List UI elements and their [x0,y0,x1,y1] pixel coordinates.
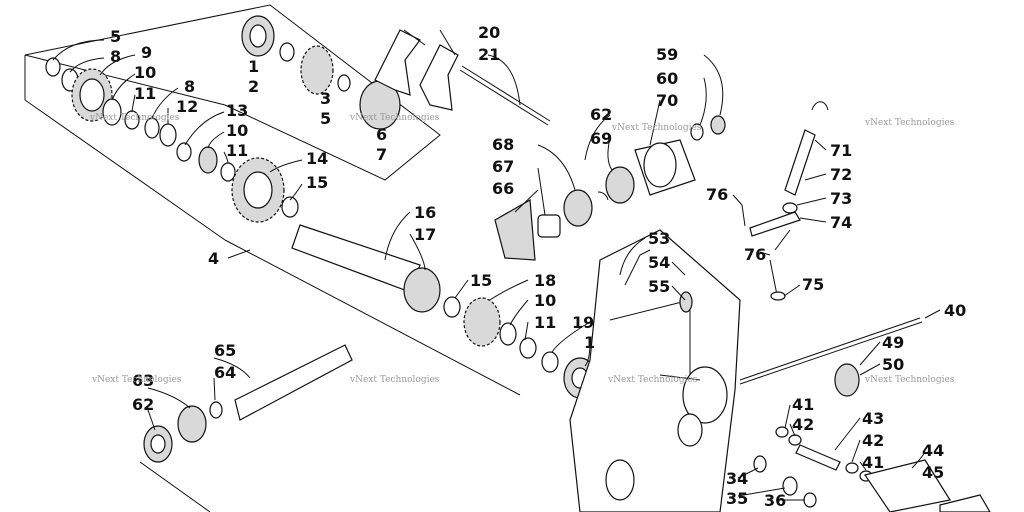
callout-label: 54 [648,253,670,272]
callout-label: 69 [590,129,612,148]
callout-label: 42 [862,431,884,450]
callout-label: 7 [376,145,387,164]
gear-group-upper-right [241,15,551,130]
watermark-text: vNext Technologies [349,113,440,123]
callout-label: 14 [306,149,328,168]
callout-label: 68 [492,135,514,154]
callout-label: 74 [830,213,852,232]
callout-label: 40 [944,301,966,320]
callout-label: 55 [648,277,670,296]
callout-label: 62 [590,105,612,124]
callout-label: 8 [184,77,195,96]
leader-lines [52,29,941,501]
right-side-parts [739,317,991,512]
callout-label: 18 [534,271,556,290]
gear-group-upper-left [45,57,299,223]
callout-label: 16 [414,203,436,222]
callout-label: 15 [306,173,328,192]
watermark-text: vNext Technologies [91,375,182,385]
callout-label: 62 [132,395,154,414]
callout-label: 59 [656,45,678,64]
callout-label: 65 [214,341,236,360]
callout-label: 60 [656,69,678,88]
callout-label: 9 [141,43,152,62]
callout-label: 45 [922,463,944,482]
callout-label: 2 [248,77,259,96]
watermark-text: vNext Technologies [349,375,440,385]
callout-label: 21 [478,45,500,64]
callout-label: 76 [706,185,728,204]
output-shaft [143,344,353,463]
callout-label: 44 [922,441,944,460]
gearbox-housing [569,229,741,512]
callout-label: 13 [226,101,248,120]
callout-label: 36 [764,491,786,510]
callout-label: 42 [792,415,814,434]
watermark-text: vNext Technologies [89,113,180,123]
callout-label: 12 [176,97,198,116]
callout-label: 71 [830,141,852,160]
callout-label: 34 [726,469,748,488]
callout-label: 43 [862,409,884,428]
callout-label: 17 [414,225,436,244]
watermark-text: vNext Technologies [607,375,698,385]
callout-label: 72 [830,165,852,184]
shift-linkage [741,101,829,301]
callout-label: 75 [802,275,824,294]
callout-label: 1 [248,57,259,76]
callout-label: 8 [110,47,121,66]
callout-label: 15 [470,271,492,290]
subassembly-frame-upper [24,4,521,396]
callout-label: 70 [656,91,678,110]
callout-label: 41 [862,453,884,472]
callout-label: 11 [534,313,556,332]
callout-label: 10 [534,291,556,310]
callout-label: 50 [882,355,904,374]
main-shaft [291,224,597,399]
watermark-text: vNext Technologies [864,375,955,385]
callout-label: 19 [572,313,594,332]
callout-label: 10 [226,121,248,140]
bevel-gear-group [494,115,726,261]
callout-label: 1 [584,333,595,352]
callout-label: 11 [134,84,156,103]
callout-label: 66 [492,179,514,198]
callout-label: 64 [214,363,236,382]
callout-label: 10 [134,63,156,82]
watermark-text: vNext Technologies [864,118,955,128]
callout-label: 67 [492,157,514,176]
callout-label: 73 [830,189,852,208]
callout-label: 6 [376,125,387,144]
callout-label: 63 [132,371,154,390]
watermark-text: vNext Technologies [611,123,702,133]
callout-label: 76 [744,245,766,264]
callout-label: 53 [648,229,670,248]
callout-labels: 5 8 9 10 11 8 12 13 10 11 14 15 4 1 2 3 … [110,23,966,510]
callout-label: 41 [792,395,814,414]
callout-label: 11 [226,141,248,160]
callout-label: 5 [110,27,121,46]
watermarks: vNext Technologies vNext Technologies vN… [89,113,955,385]
callout-label: 49 [882,333,904,352]
callout-label: 4 [208,249,219,268]
callout-label: 20 [478,23,500,42]
callout-label: 5 [320,109,331,128]
callout-label: 3 [320,89,331,108]
callout-label: 35 [726,489,748,508]
